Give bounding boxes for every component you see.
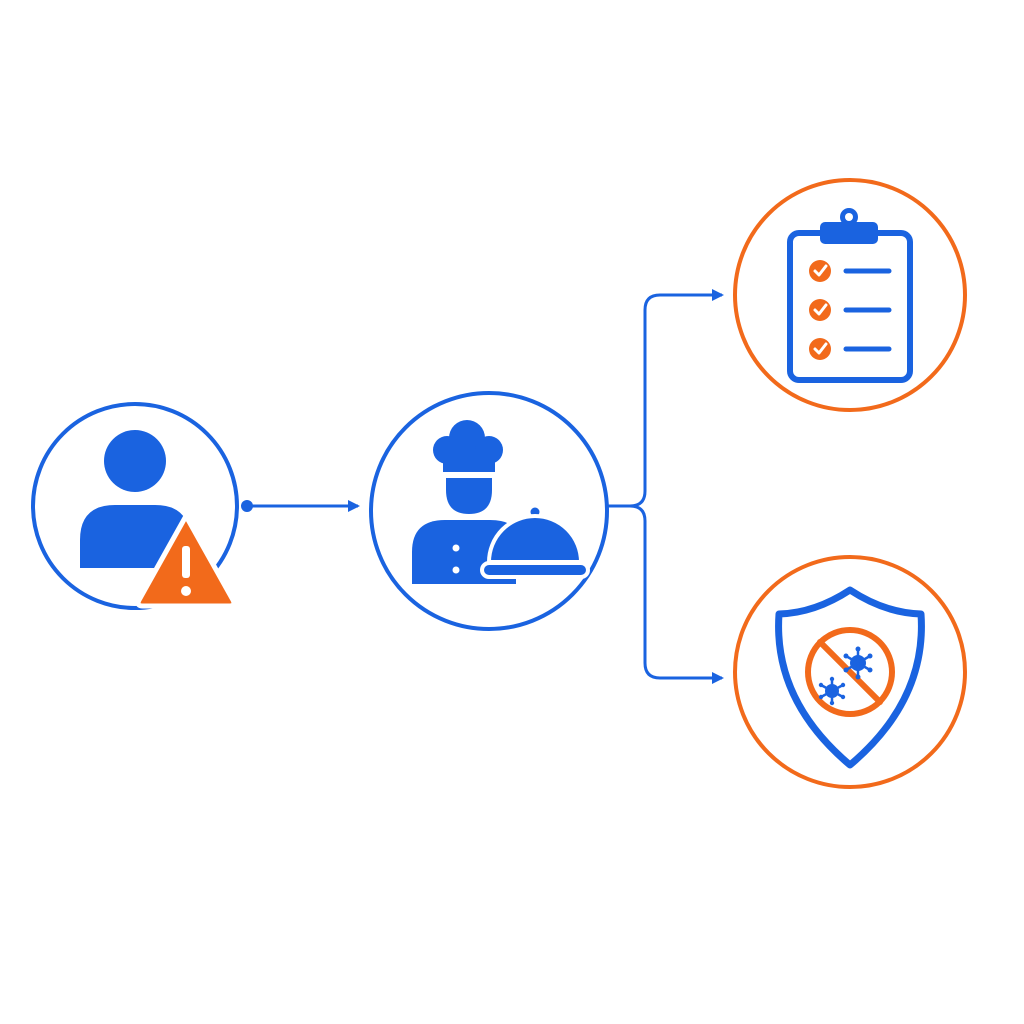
arrow-line [607, 289, 724, 508]
chef-cloche-icon [412, 420, 590, 584]
clipboard-checklist-icon [787, 208, 913, 383]
edge-chef-to-protection [629, 504, 724, 684]
node-person-at-risk [31, 402, 239, 610]
edge-chef-to-checklist [607, 289, 724, 508]
user-warning-icon [80, 430, 237, 609]
node-ring [369, 391, 609, 631]
germ-icon [818, 676, 846, 706]
germ-icon [843, 646, 873, 680]
node-chef-serving [369, 391, 609, 631]
arrow-line [629, 504, 724, 684]
edge-person-to-chef [241, 500, 360, 512]
node-germ-protection [733, 555, 967, 789]
shield-no-germs-icon [775, 586, 925, 769]
node-checklist [733, 178, 967, 412]
